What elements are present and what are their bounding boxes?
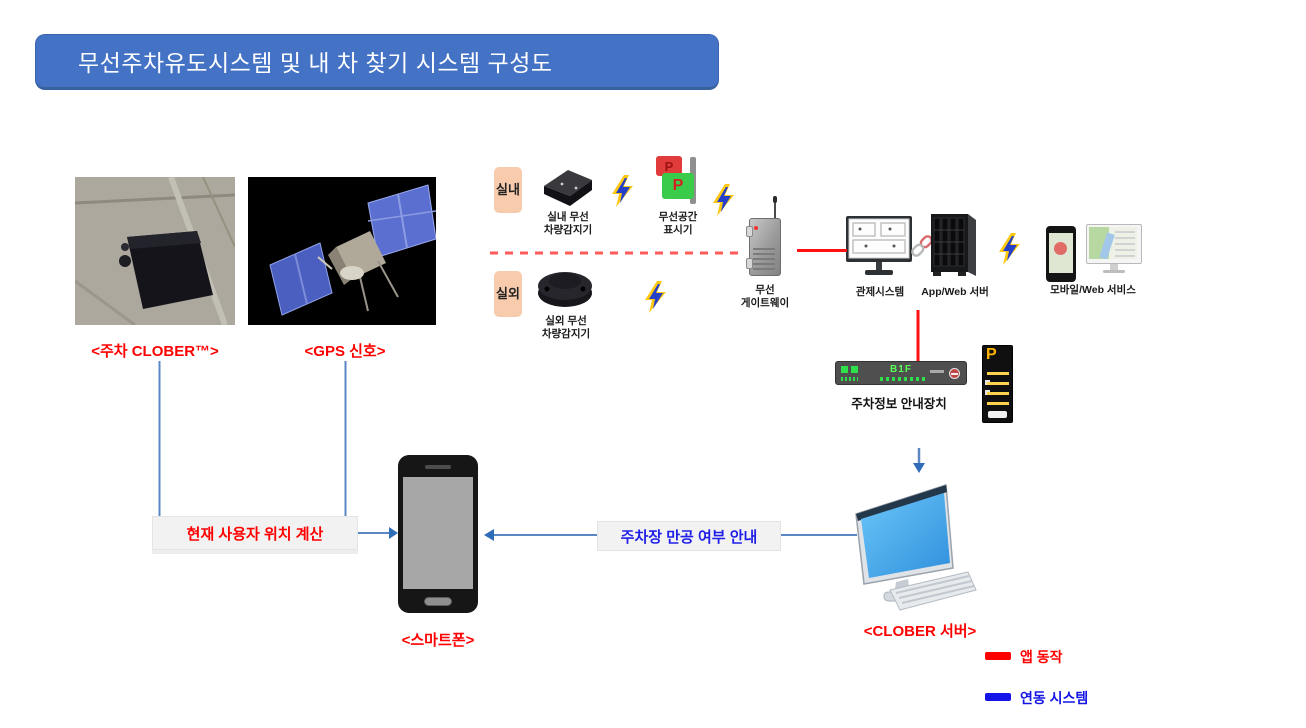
zone-indoor-badge: 실내: [494, 167, 522, 213]
p-tower-sign: P: [982, 345, 1013, 423]
link-icon: [911, 235, 933, 257]
phone-screen: [403, 477, 473, 589]
led-sign-floor-text: B1F: [890, 364, 912, 375]
wireless-bolt-icon: [713, 184, 734, 216]
wireless-bolt-icon: [999, 233, 1020, 265]
gateway-antenna-tip: [773, 196, 777, 203]
parking-info-label: 주차정보 안내장치: [851, 397, 947, 411]
phone-home-button: [424, 597, 452, 606]
p-sign-letter: P: [986, 346, 997, 363]
outdoor-detector-icon: [538, 272, 592, 307]
led-dot: [841, 366, 848, 373]
led-small-text: [930, 370, 944, 373]
gps-satellite-photo: [248, 177, 436, 325]
page-title: 무선주차유도시스템 및 내 차 찾기 시스템 구성도: [78, 50, 553, 76]
user-location-calc-box: 현재 사용자 위치 계산: [152, 516, 358, 550]
clober-server-icon: [855, 483, 977, 611]
smartphone-icon: [398, 455, 478, 613]
clober-server-caption: <CLOBER 서버>: [863, 623, 977, 640]
outdoor-detector-label: 실외 무선 차량감지기: [541, 315, 591, 340]
legend-swatch-linked: [985, 693, 1011, 701]
gateway-clip: [746, 226, 753, 237]
service-phone-icon: [1046, 226, 1076, 282]
zone-outdoor-badge: 실외: [494, 271, 522, 317]
gateway-label: 무선 게이트웨이: [740, 284, 790, 309]
smartphone-caption: <스마트폰>: [401, 632, 475, 649]
legend-swatch-app: [985, 652, 1011, 660]
parking-clober-caption: <주차 CLOBER™>: [91, 343, 219, 360]
control-system-icon: [846, 216, 912, 275]
p-sign-panel: [988, 411, 1007, 418]
user-location-calc-label: 현재 사용자 위치 계산: [186, 525, 324, 543]
gateway-clip: [746, 258, 753, 269]
arrowhead-to-server: [913, 463, 925, 473]
service-phone-map-marker: [1054, 242, 1067, 255]
no-entry-icon: [949, 368, 960, 379]
list-lines: [1115, 231, 1135, 257]
mobile-web-service-label: 모바일/Web 서비스: [1050, 284, 1136, 296]
service-desktop-stand: [1110, 264, 1118, 270]
service-desktop-screen: [1089, 227, 1137, 259]
p-sign-row: [987, 372, 1009, 375]
p-sign-row: [987, 402, 1009, 405]
arrowhead-to-phone-right: [484, 529, 494, 541]
gateway-led: [754, 226, 758, 230]
wireless-bolt-icon: [645, 281, 666, 313]
led-segment-row: [880, 377, 928, 381]
vacancy-guide-box: 주차장 만공 여부 안내: [597, 521, 781, 551]
gps-caption: <GPS 신호>: [304, 343, 386, 360]
space-indicator-label: 무선공간 표시기: [658, 211, 698, 236]
p-sign-row: [987, 382, 1009, 385]
gateway-vents: [753, 248, 775, 272]
vacancy-guide-label: 주차장 만공 여부 안내: [620, 528, 758, 546]
gateway-antenna: [774, 196, 776, 219]
space-indicator-icon: P P: [654, 156, 702, 208]
led-parking-sign: B1F: [835, 361, 967, 385]
service-desktop-base: [1103, 270, 1125, 273]
indoor-detector-label: 실내 무선 차량감지기: [543, 211, 593, 236]
vacant-p-tile: P: [662, 173, 694, 199]
wireless-gateway-icon: [746, 196, 798, 280]
app-web-server-label: App/Web 서버: [921, 286, 989, 298]
indoor-detector-icon: [544, 170, 592, 206]
legend-label-linked: 연동 시스템: [1020, 690, 1089, 706]
phone-speaker: [425, 465, 451, 469]
p-sign-row: [987, 392, 1009, 395]
wireless-bolt-icon: [612, 175, 633, 207]
service-desktop-icon: [1086, 224, 1142, 274]
parking-clober-photo: [75, 177, 235, 325]
occupied-p-tile: P: [656, 156, 682, 176]
led-dot: [851, 366, 858, 373]
app-web-server-icon: [931, 214, 976, 276]
legend-label-app: 앱 동작: [1020, 649, 1063, 665]
control-system-label: 관제시스템: [855, 286, 905, 298]
arrowhead-to-phone-left: [389, 527, 398, 539]
led-digits: [841, 377, 858, 381]
title-banner: 무선주차유도시스템 및 내 차 찾기 시스템 구성도: [35, 34, 719, 90]
